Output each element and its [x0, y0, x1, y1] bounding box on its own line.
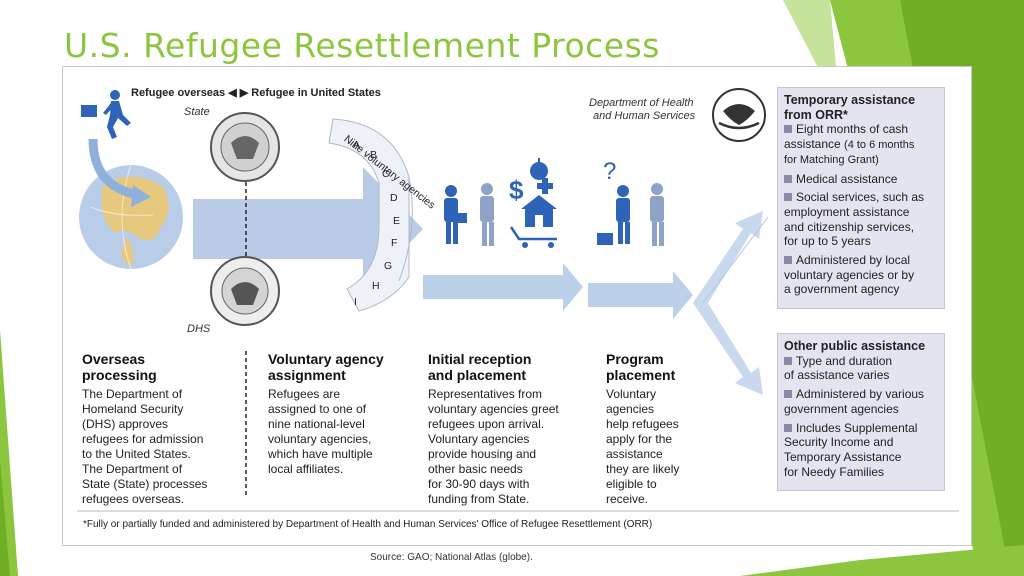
arc-letter-g: G — [384, 260, 393, 272]
program-placement-text: Voluntary agencies help refugees apply f… — [606, 387, 680, 506]
other-public-assistance-box: Other public assistance Type and duratio… — [777, 333, 945, 491]
voluntary-agency-assignment-text: Refugees are assigned to one of nine nat… — [268, 387, 373, 476]
bullet-square-icon — [784, 390, 792, 399]
hhs-label-line1: Department of Health — [589, 97, 694, 109]
arc-letter-f: F — [391, 237, 398, 249]
bullet-square-icon — [784, 193, 792, 202]
public-item-administered: Administered by various government agenc… — [784, 387, 925, 416]
legend-overseas: Refugee overseas — [131, 87, 226, 99]
public-box-heading: Other public assistance — [784, 339, 926, 353]
orr-item-medical: Medical assistance — [784, 172, 938, 187]
orr-footnote: *Fully or partially funded and administe… — [83, 519, 653, 530]
overseas-arrow-icon — [193, 167, 423, 291]
orr-item-cash: Eight months of cash assistance (4 to 6 … — [784, 122, 915, 166]
arc-letter-i: I — [354, 296, 357, 308]
initial-reception-heading: Initial reception and placement — [428, 351, 532, 383]
program-placement-heading: Program placement — [606, 351, 676, 383]
svg-text:?: ? — [603, 158, 616, 185]
legend-united-states: Refugee in United States — [251, 87, 381, 99]
slide-title: U.S. Refugee Resettlement Process — [64, 26, 660, 65]
reception-people-icon — [444, 183, 494, 246]
arc-letter-e: E — [393, 215, 401, 227]
public-item-includes: Includes Supplemental Security Income an… — [784, 420, 918, 479]
resettlement-process-figure: $ ? Refugee overseas ◀ ▶ — [62, 66, 972, 546]
arc-letter-a: A — [353, 139, 361, 151]
bullet-square-icon — [784, 125, 792, 134]
figure-source: Source: GAO; National Atlas (globe). — [370, 552, 533, 563]
state-seal-graphic — [210, 112, 280, 182]
voluntary-agency-assignment-heading: Voluntary agency assignment — [268, 351, 384, 383]
arrival-curve-arrow-icon — [88, 138, 140, 200]
hhs-label-line2: and Human Services — [593, 110, 696, 122]
svg-text:$: $ — [509, 175, 524, 205]
orr-temporary-assistance-box: Temporary assistance from ORR* Eight mon… — [777, 87, 945, 309]
fork-up-arrow-icon — [693, 211, 763, 311]
globe-icon — [79, 164, 183, 270]
arc-letter-b: B — [370, 149, 378, 161]
state-label: State — [184, 106, 210, 118]
arc-letter-d: D — [390, 192, 398, 204]
orr-item-administered: Administered by local voluntary agencies… — [784, 253, 915, 297]
placement-arrow-icon — [588, 271, 693, 319]
fork-down-arrow-icon — [693, 295, 763, 395]
running-refugee-icon — [81, 90, 131, 139]
dhs-label: DHS — [187, 323, 211, 335]
dhs-seal-graphic — [210, 256, 280, 326]
overseas-processing-text: The Department of Homeland Security (DHS… — [82, 387, 208, 506]
arc-letter-h: H — [372, 280, 380, 292]
orr-box-heading: Temporary assistance from ORR* — [784, 93, 916, 122]
voluntary-agency-arc — [328, 118, 413, 312]
reception-arrow-icon — [423, 263, 583, 311]
bullet-square-icon — [784, 174, 792, 183]
process-diagram-artwork: $ ? — [77, 88, 959, 512]
legend-arrows-icon: ◀ ▶ — [228, 87, 252, 99]
overseas-processing-heading: Overseas processing — [82, 351, 157, 383]
bullet-square-icon — [784, 356, 792, 365]
bullet-square-icon — [784, 423, 792, 432]
public-item-type: Type and duration of assistance varies — [784, 353, 893, 383]
placement-people-icon: ? — [597, 158, 664, 246]
orr-item-social-services: Social services, such as employment assi… — [784, 190, 925, 249]
basic-needs-icon: $ — [509, 158, 557, 248]
arc-letter-c: C — [382, 168, 390, 180]
bullet-square-icon — [784, 256, 792, 265]
initial-reception-text: Representatives from voluntary agencies … — [428, 387, 559, 506]
location-legend: Refugee overseas ◀ ▶ Refugee in United S… — [131, 86, 381, 99]
hhs-logo-graphic — [712, 88, 766, 142]
